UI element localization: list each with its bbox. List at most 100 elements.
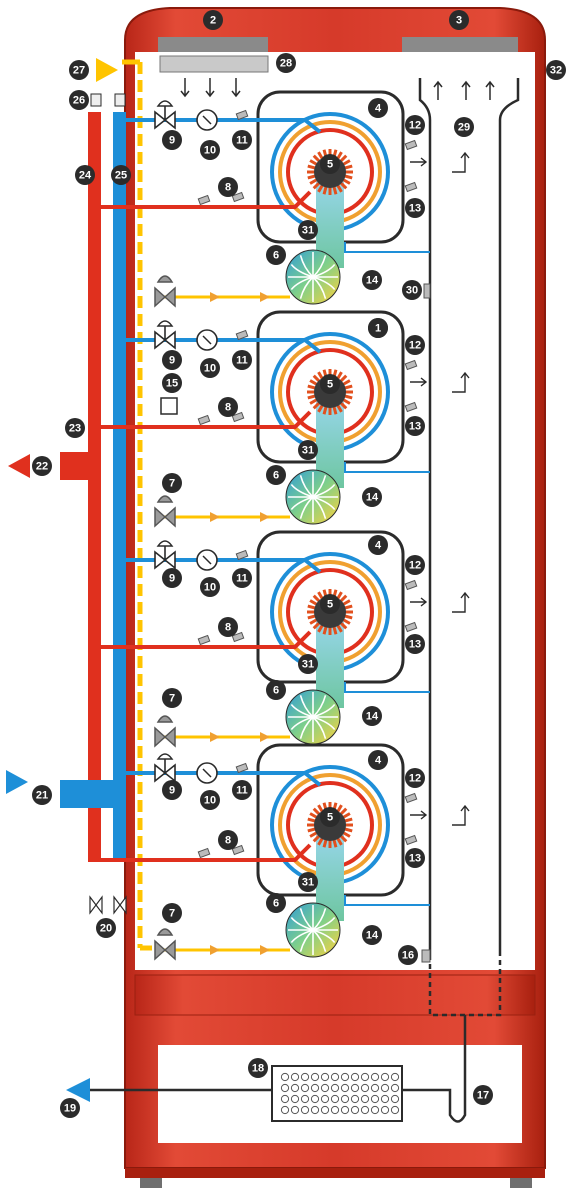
callout-badge-label: 4	[375, 540, 382, 552]
callout-badge-circle	[320, 154, 340, 174]
exhaust-sensor-icon	[404, 181, 418, 193]
fan-icon	[285, 689, 341, 745]
callout-badge-label: 31	[302, 877, 314, 889]
isolation-valve-icon	[154, 753, 176, 783]
air-inlet-arrow-icon	[231, 78, 241, 98]
callout-badge-label: 27	[73, 65, 85, 77]
callout-badge-circle	[32, 785, 52, 805]
flue-collar-right	[402, 37, 518, 52]
callout-badge: 15	[162, 373, 182, 393]
callout-badge: 7	[162, 903, 182, 923]
callout-badge-circle	[320, 594, 340, 614]
neutralizer-granule	[300, 1105, 310, 1115]
callout-badge: 8	[218, 177, 238, 197]
callout-badge-label: 31	[302, 225, 314, 237]
callout-badge-circle	[200, 790, 220, 810]
callout-badge-circle	[162, 903, 182, 923]
callout-badge: 6	[266, 893, 286, 913]
callout-badge-circle	[266, 680, 286, 700]
vent-icon	[90, 93, 102, 107]
neutralizer-granule	[310, 1083, 320, 1093]
exhaust-sensor-icon	[404, 359, 418, 371]
callout-badge-circle	[368, 318, 388, 338]
neutralizer-granule	[300, 1083, 310, 1093]
callout-badge: 4	[368, 750, 388, 770]
callout-badge: 10	[200, 358, 220, 378]
callout-badge-label: 11	[236, 785, 248, 797]
callout-badge-label: 7	[169, 908, 175, 920]
neutralizer-granule	[330, 1094, 340, 1104]
drain-valve-icon	[113, 895, 127, 915]
callout-badge-circle	[405, 416, 425, 436]
callout-badge-circle	[32, 456, 52, 476]
callout-badge-circle	[65, 418, 85, 438]
callout-badge: 10	[200, 140, 220, 160]
callout-badge: 6	[266, 245, 286, 265]
callout-badge-label: 5	[327, 379, 333, 391]
arrow-right-gas-icon	[96, 58, 118, 82]
callout-badge: 25	[111, 165, 131, 185]
callout-badge: 31	[298, 654, 318, 674]
callout-badge: 12	[405, 335, 425, 355]
neutralizer-granule	[390, 1094, 400, 1104]
flow-sensor-icon	[231, 631, 245, 643]
callout-badge: 14	[362, 706, 382, 726]
condensate-connector-icon	[421, 949, 431, 963]
callout-badge-label: 13	[409, 639, 421, 651]
neutralizer-granule	[380, 1094, 390, 1104]
neutralizer-granule	[340, 1083, 350, 1093]
callout-badge-circle	[232, 568, 252, 588]
callout-badge-circle	[218, 177, 238, 197]
neutralizer-granule	[300, 1094, 310, 1104]
air-inlet-arrow-icon	[180, 78, 190, 98]
callout-badge-label: 19	[64, 1103, 76, 1115]
callout-badge-circle	[362, 925, 382, 945]
exhaust-outlet-arrow-icon	[485, 80, 495, 100]
neutralizer-granule	[390, 1105, 400, 1115]
callout-badge-circle	[162, 473, 182, 493]
neutralizer-granule	[380, 1083, 390, 1093]
callout-badge: 9	[162, 350, 182, 370]
callout-badge-label: 14	[366, 711, 379, 723]
callout-badge-circle	[96, 918, 116, 938]
neutralizer-granule	[360, 1105, 370, 1115]
gas-valve-icon	[154, 928, 176, 961]
callout-badge-label: 22	[36, 461, 48, 473]
fan-icon	[285, 469, 341, 525]
exhaust-sensor-icon	[404, 401, 418, 413]
neutralizer-granule	[280, 1105, 290, 1115]
callout-badge: 19	[60, 1098, 80, 1118]
gas-valve-icon	[154, 275, 176, 308]
callout-badge-label: 18	[252, 1063, 264, 1075]
callout-badge-label: 21	[36, 790, 48, 802]
condensate-trap-icon	[423, 283, 431, 299]
neutralizer-granule	[300, 1072, 310, 1082]
foot-left	[140, 1178, 162, 1188]
callout-badge-label: 8	[225, 402, 231, 414]
neutralizer-granule	[350, 1072, 360, 1082]
callout-badge-label: 15	[166, 378, 178, 390]
pressure-gauge-icon	[196, 329, 218, 351]
callout-badge: 9	[162, 568, 182, 588]
callout-badge: 22	[32, 456, 52, 476]
callout-badge-circle	[60, 1098, 80, 1118]
callout-badge-label: 13	[409, 203, 421, 215]
isolation-valve-icon	[154, 320, 176, 350]
callout-badge-label: 29	[458, 122, 470, 134]
callout-badge-circle	[320, 374, 340, 394]
neutralizer-granule	[330, 1072, 340, 1082]
callout-badge-label: 6	[273, 250, 279, 262]
callout-badge: 26	[69, 90, 89, 110]
callout-badge: 13	[405, 634, 425, 654]
callout-badge-circle	[320, 807, 340, 827]
exhaust-sensor-icon	[404, 834, 418, 846]
callout-badge: 11	[232, 568, 252, 588]
neutralizer-granule	[370, 1083, 380, 1093]
callout-badge: 1	[368, 318, 388, 338]
callout-badge-label: 2	[210, 15, 216, 27]
callout-badge: 12	[405, 115, 425, 135]
callout-badge: 24	[75, 165, 95, 185]
callout-badge-label: 9	[169, 573, 175, 585]
callout-badge: 5	[320, 594, 340, 614]
callout-badge-label: 4	[375, 755, 382, 767]
